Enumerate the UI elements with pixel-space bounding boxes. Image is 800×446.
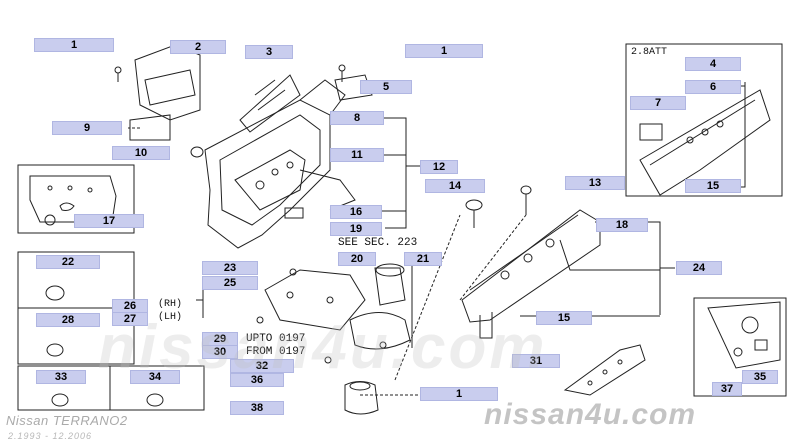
callout-6[interactable]: 6 (685, 80, 741, 94)
callout-8[interactable]: 8 (330, 111, 384, 125)
callout-1b[interactable]: 1 (405, 44, 483, 58)
see-sec-note: SEE SEC. 223 (338, 237, 418, 249)
callout-5[interactable]: 5 (360, 80, 412, 94)
callout-15a[interactable]: 15 (685, 179, 741, 193)
callout-37[interactable]: 37 (712, 382, 742, 396)
callout-19[interactable]: 19 (330, 222, 382, 236)
callout-9[interactable]: 9 (52, 121, 122, 135)
rh-note: (RH) (158, 299, 183, 310)
callout-18[interactable]: 18 (596, 218, 648, 232)
callout-23[interactable]: 23 (202, 261, 258, 275)
inset-label-2.8att: 2.8ATT (631, 47, 668, 58)
callout-22[interactable]: 22 (36, 255, 100, 269)
callout-4[interactable]: 4 (685, 57, 741, 71)
callout-28[interactable]: 28 (36, 313, 100, 327)
callout-38[interactable]: 38 (230, 401, 284, 415)
callout-17[interactable]: 17 (74, 214, 144, 228)
inset-box-bottom (17, 365, 205, 411)
lh-note: (LH) (158, 312, 183, 323)
site-watermark: nissan4u.com (484, 398, 697, 431)
callout-3[interactable]: 3 (245, 45, 293, 59)
from-note: FROM 0197 (246, 346, 306, 358)
callout-13[interactable]: 13 (565, 176, 625, 190)
callout-24[interactable]: 24 (676, 261, 722, 275)
model-watermark: Nissan TERRANO2 (6, 413, 128, 428)
callout-26[interactable]: 26 (112, 299, 148, 313)
inset-box-left (17, 164, 135, 234)
callout-12[interactable]: 12 (420, 160, 458, 174)
callout-33[interactable]: 33 (36, 370, 86, 384)
callout-2[interactable]: 2 (170, 40, 226, 54)
callout-7[interactable]: 7 (630, 96, 686, 110)
callout-35[interactable]: 35 (742, 370, 778, 384)
callout-21[interactable]: 21 (404, 252, 442, 266)
inset-box-2.8att (625, 43, 783, 197)
upto-note: UPTO 0197 (246, 333, 306, 345)
callout-11[interactable]: 11 (330, 148, 384, 162)
callout-10[interactable]: 10 (112, 146, 170, 160)
callout-20[interactable]: 20 (338, 252, 376, 266)
center-watermark: nissan4u.com (98, 313, 548, 382)
inset-box-bottom-right (693, 297, 787, 397)
callout-16[interactable]: 16 (330, 205, 382, 219)
callout-25[interactable]: 25 (202, 276, 258, 290)
callout-1a[interactable]: 1 (34, 38, 114, 52)
years-watermark: 2.1993 - 12.2006 (8, 431, 93, 441)
callout-14[interactable]: 14 (425, 179, 485, 193)
